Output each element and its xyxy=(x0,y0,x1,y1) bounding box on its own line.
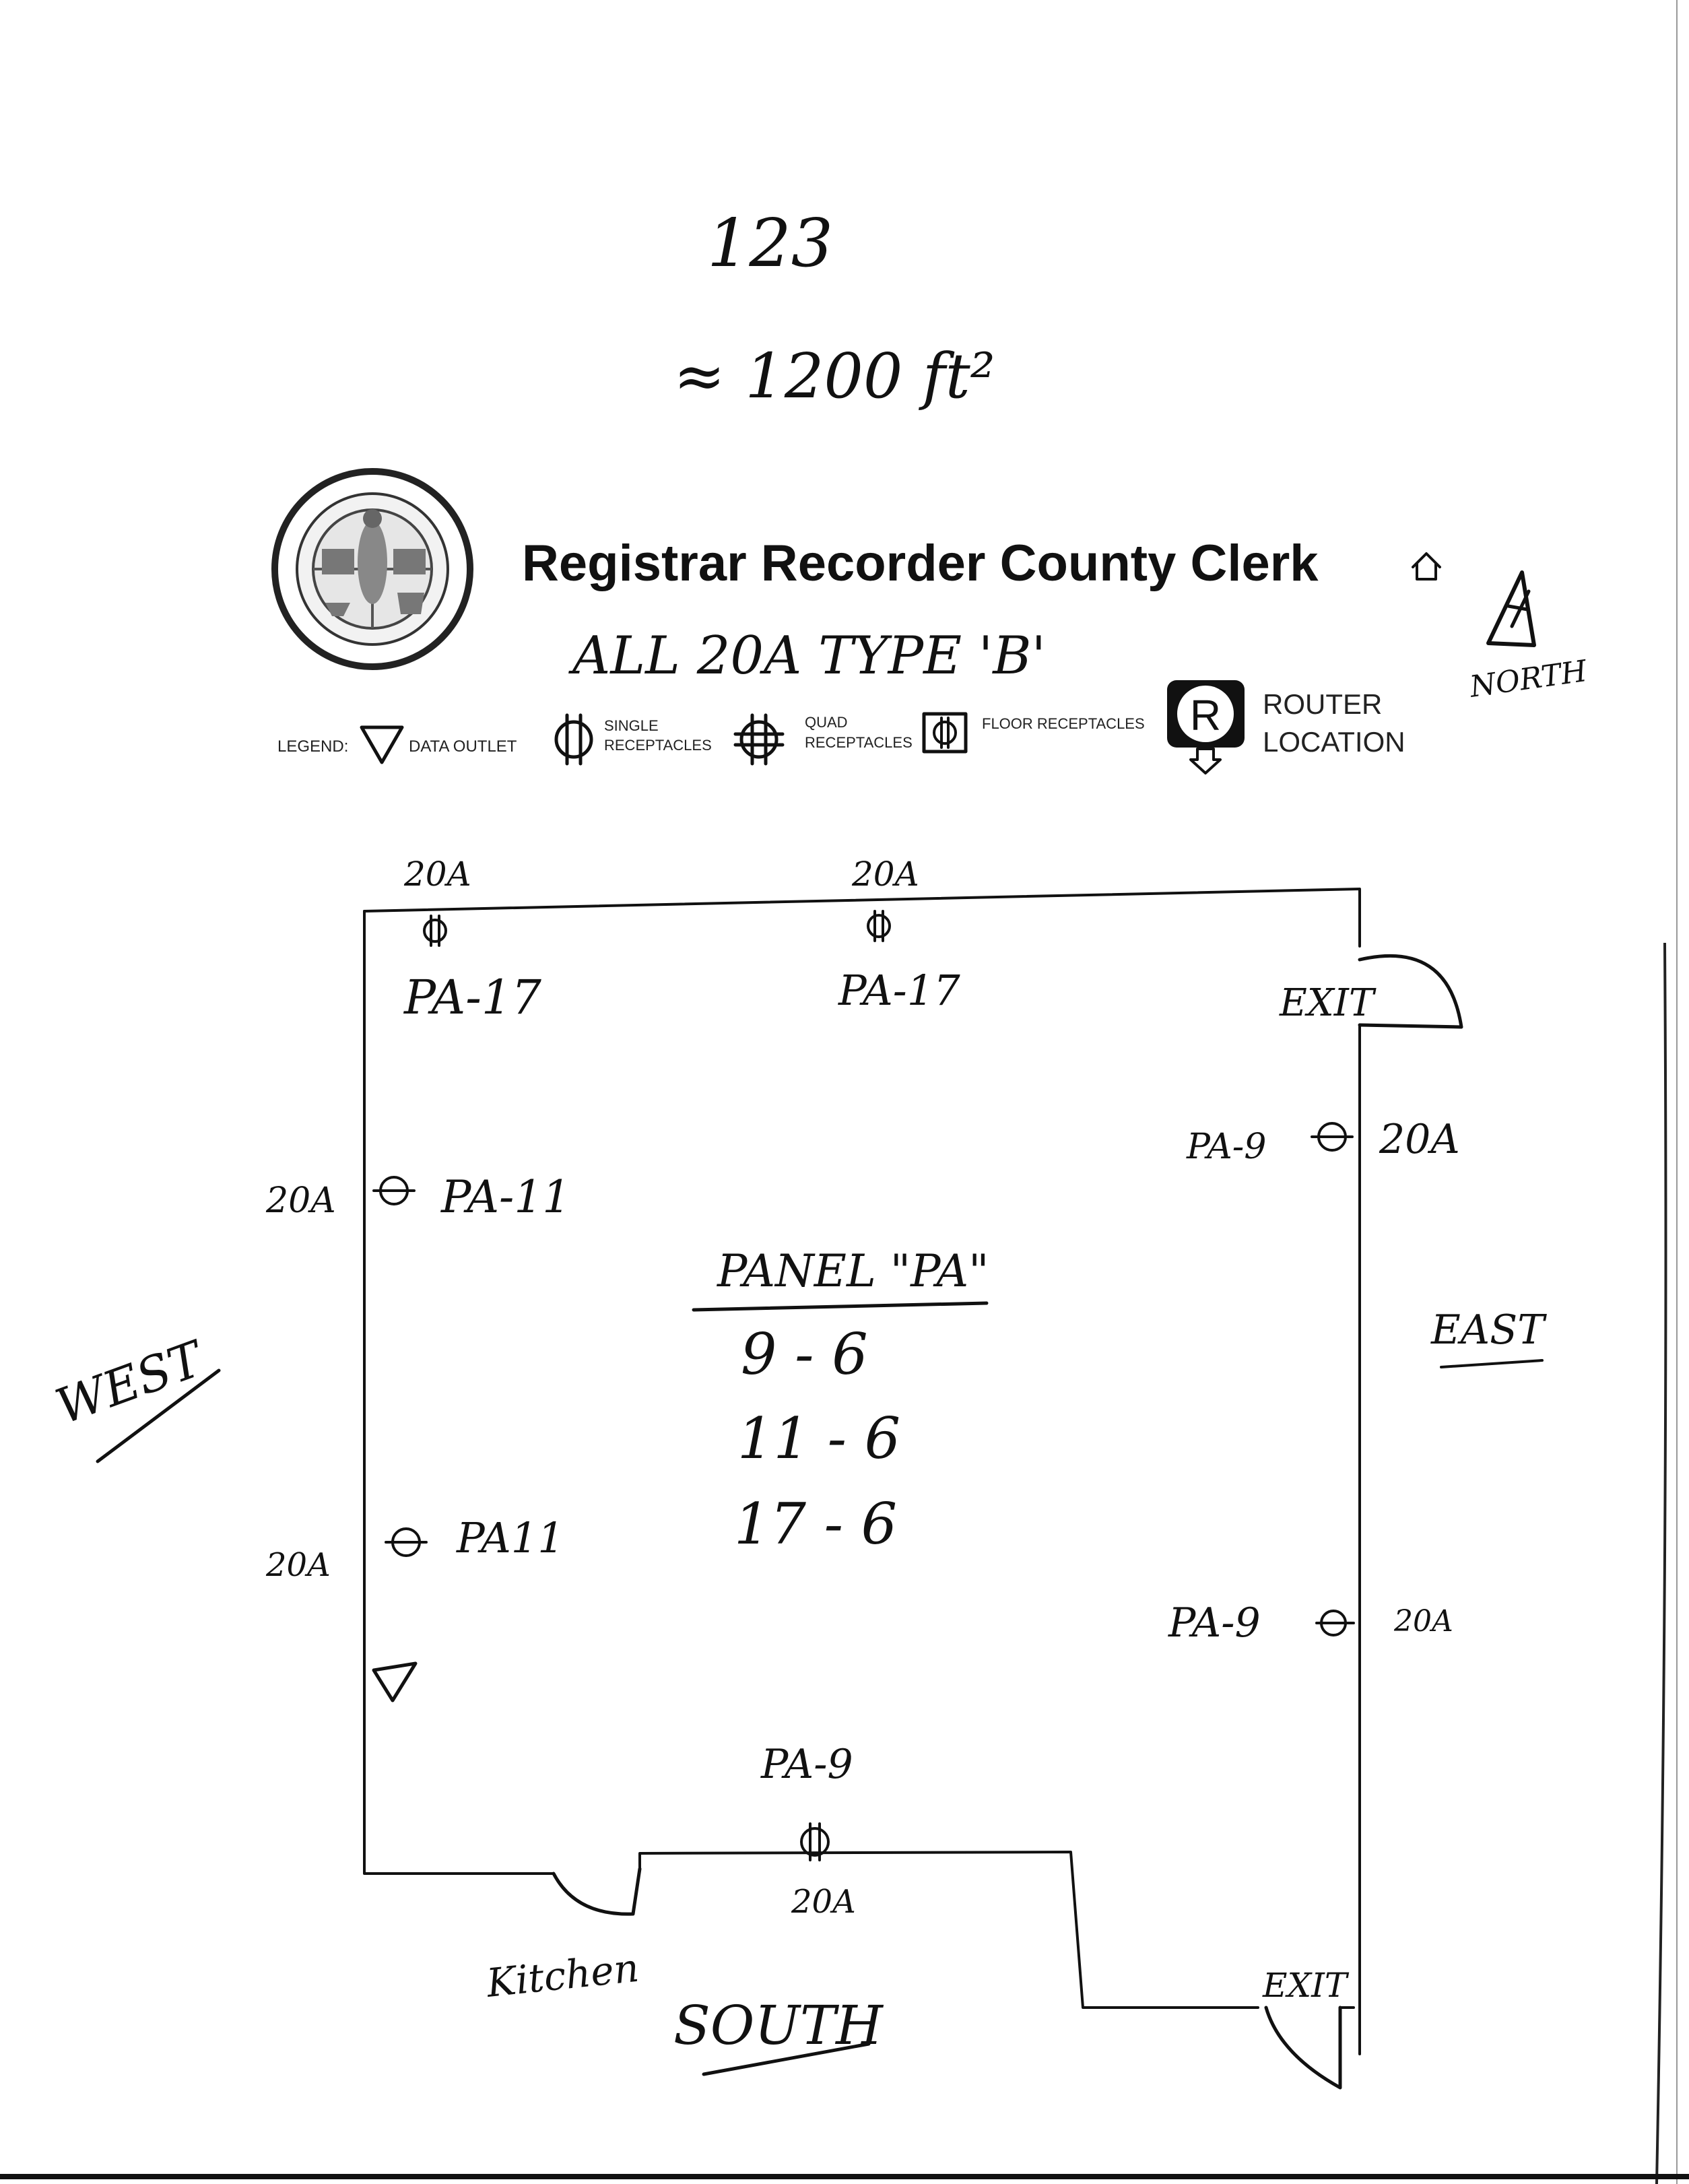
legend-label: LEGEND: xyxy=(277,737,348,756)
panel-underline xyxy=(692,1301,989,1312)
top-mid-circuit: PA-17 xyxy=(838,966,960,1015)
north-arrow-icon xyxy=(1486,570,1536,647)
legend: LEGEND: DATA OUTLET SINGLE RECEPTACLES Q… xyxy=(277,680,1405,774)
east-label: EAST xyxy=(1430,1306,1547,1354)
south-mid-amp: 20A xyxy=(791,1883,856,1921)
single-receptacle-icon xyxy=(423,915,447,947)
exit-se-label: EXIT xyxy=(1262,1966,1350,2005)
legend-floor-label: FLOOR RECEPTACLES xyxy=(982,715,1145,732)
east-upper-circuit: PA-9 xyxy=(1186,1127,1266,1167)
top-mid-amp: 20A xyxy=(851,855,919,894)
router-glyph: R xyxy=(1190,691,1221,739)
west-lower-amp: 20A xyxy=(265,1546,331,1584)
floor-receptacle-icon xyxy=(922,712,968,754)
east-lower-circuit: PA-9 xyxy=(1168,1599,1261,1647)
panel-row-2: 11 - 6 xyxy=(737,1405,900,1471)
legend-router-line2: LOCATION xyxy=(1263,726,1405,758)
panel-title: PANEL "PA" xyxy=(717,1245,989,1297)
east-lower-amp: 20A xyxy=(1393,1604,1453,1639)
legend-data-outlet-label: DATA OUTLET xyxy=(409,737,517,756)
door-kitchen xyxy=(552,1867,642,1916)
exit-ne-label: EXIT xyxy=(1279,981,1377,1025)
kitchen-label: Kitchen xyxy=(484,1945,641,2006)
west-label: WEST xyxy=(48,1329,213,1435)
legend-quad-line2: RECEPTACLES xyxy=(805,734,913,751)
top-left-amp: 20A xyxy=(403,855,471,894)
east-underline xyxy=(1440,1359,1544,1368)
single-receptacle-icon xyxy=(385,1527,428,1557)
south-underline xyxy=(702,2042,871,2076)
legend-single-line1: SINGLE xyxy=(604,717,659,734)
legend-router-line1: ROUTER xyxy=(1263,688,1382,720)
room-number: 123 xyxy=(707,205,833,282)
page-edge-curve xyxy=(1655,942,1667,2184)
data-outlet-icon xyxy=(372,1661,418,1702)
west-underline xyxy=(96,1368,221,1463)
west-upper-circuit: PA-11 xyxy=(440,1171,570,1223)
west-lower-circuit: PA11 xyxy=(456,1513,564,1562)
type-note: ALL 20A TYPE 'B' xyxy=(568,626,1046,686)
room-outline xyxy=(363,888,1361,2055)
home-icon xyxy=(1412,552,1441,581)
single-receptacle-icon xyxy=(1315,1610,1355,1636)
east-upper-amp: 20A xyxy=(1379,1116,1460,1163)
single-receptacle-icon xyxy=(372,1176,416,1205)
quad-receptacle-icon xyxy=(733,713,785,766)
page-title: Registrar Recorder County Clerk xyxy=(522,535,1319,592)
legend-quad-line1: QUAD xyxy=(805,714,848,731)
top-left-circuit: PA-17 xyxy=(403,970,541,1025)
single-receptacle-icon xyxy=(867,910,891,942)
south-mid-circuit: PA-9 xyxy=(760,1741,853,1788)
area-note: ≈ 1200 ft² xyxy=(673,340,995,412)
single-receptacle-icon xyxy=(1311,1122,1354,1152)
door-se xyxy=(1264,2006,1342,2090)
door-ne xyxy=(1358,954,1463,1029)
single-receptacle-icon xyxy=(800,1822,830,1861)
county-seal-icon xyxy=(271,468,473,670)
panel-row-1: 9 - 6 xyxy=(741,1321,868,1387)
legend-single-line2: RECEPTACLES xyxy=(604,737,712,754)
data-outlet-icon xyxy=(360,725,404,764)
panel-row-3: 17 - 6 xyxy=(734,1491,897,1557)
north-label: NORTH xyxy=(1467,654,1590,704)
west-upper-amp: 20A xyxy=(265,1181,336,1221)
router-icon: R xyxy=(1167,680,1245,774)
single-receptacle-icon xyxy=(554,713,593,766)
